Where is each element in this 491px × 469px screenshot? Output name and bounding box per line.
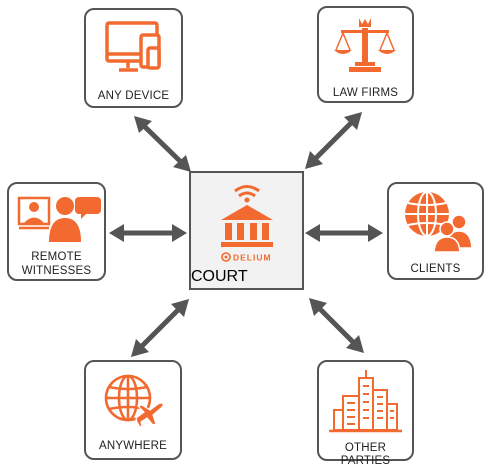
node-law-firms: LAW FIRMS [317,6,414,103]
svg-text:DELIUM: DELIUM [233,253,272,263]
court-node: DELIUM COURT [189,171,304,290]
delium-logo-icon: DELIUM [221,252,272,263]
node-remote-witnesses: REMOTE WITNESSES [7,182,106,281]
city-buildings-icon [329,370,402,433]
node-clients: CLIENTS [387,182,484,280]
anywhere-label: ANYWHERE [98,440,168,452]
video-call-people-icon [17,196,101,242]
scales-of-justice-icon [334,18,396,72]
node-other-parties: OTHER PARTIES [317,360,414,467]
arrow-any-device [134,116,191,172]
remote-witnesses-label-line2: WITNESSES [21,265,92,277]
arrow-clients [305,224,383,242]
node-any-device: ANY DEVICE [84,8,183,108]
devices-icon [105,21,161,72]
court-label: COURT [191,268,248,285]
arrow-remote-witnesses [109,224,187,242]
globe-people-icon [405,191,473,253]
law-firms-label: LAW FIRMS [332,87,399,99]
arrow-anywhere [131,299,189,357]
arrow-other-parties [309,298,364,353]
remote-witnesses-label-line1: REMOTE [31,251,82,263]
courthouse-wifi-icon [221,185,273,247]
any-device-label: ANY DEVICE [97,90,170,102]
node-anywhere: ANYWHERE [84,360,182,460]
arrow-law-firms [305,112,362,169]
clients-label: CLIENTS [410,263,461,275]
globe-airplane-icon [104,374,164,428]
other-parties-label: OTHER PARTIES [340,442,391,467]
